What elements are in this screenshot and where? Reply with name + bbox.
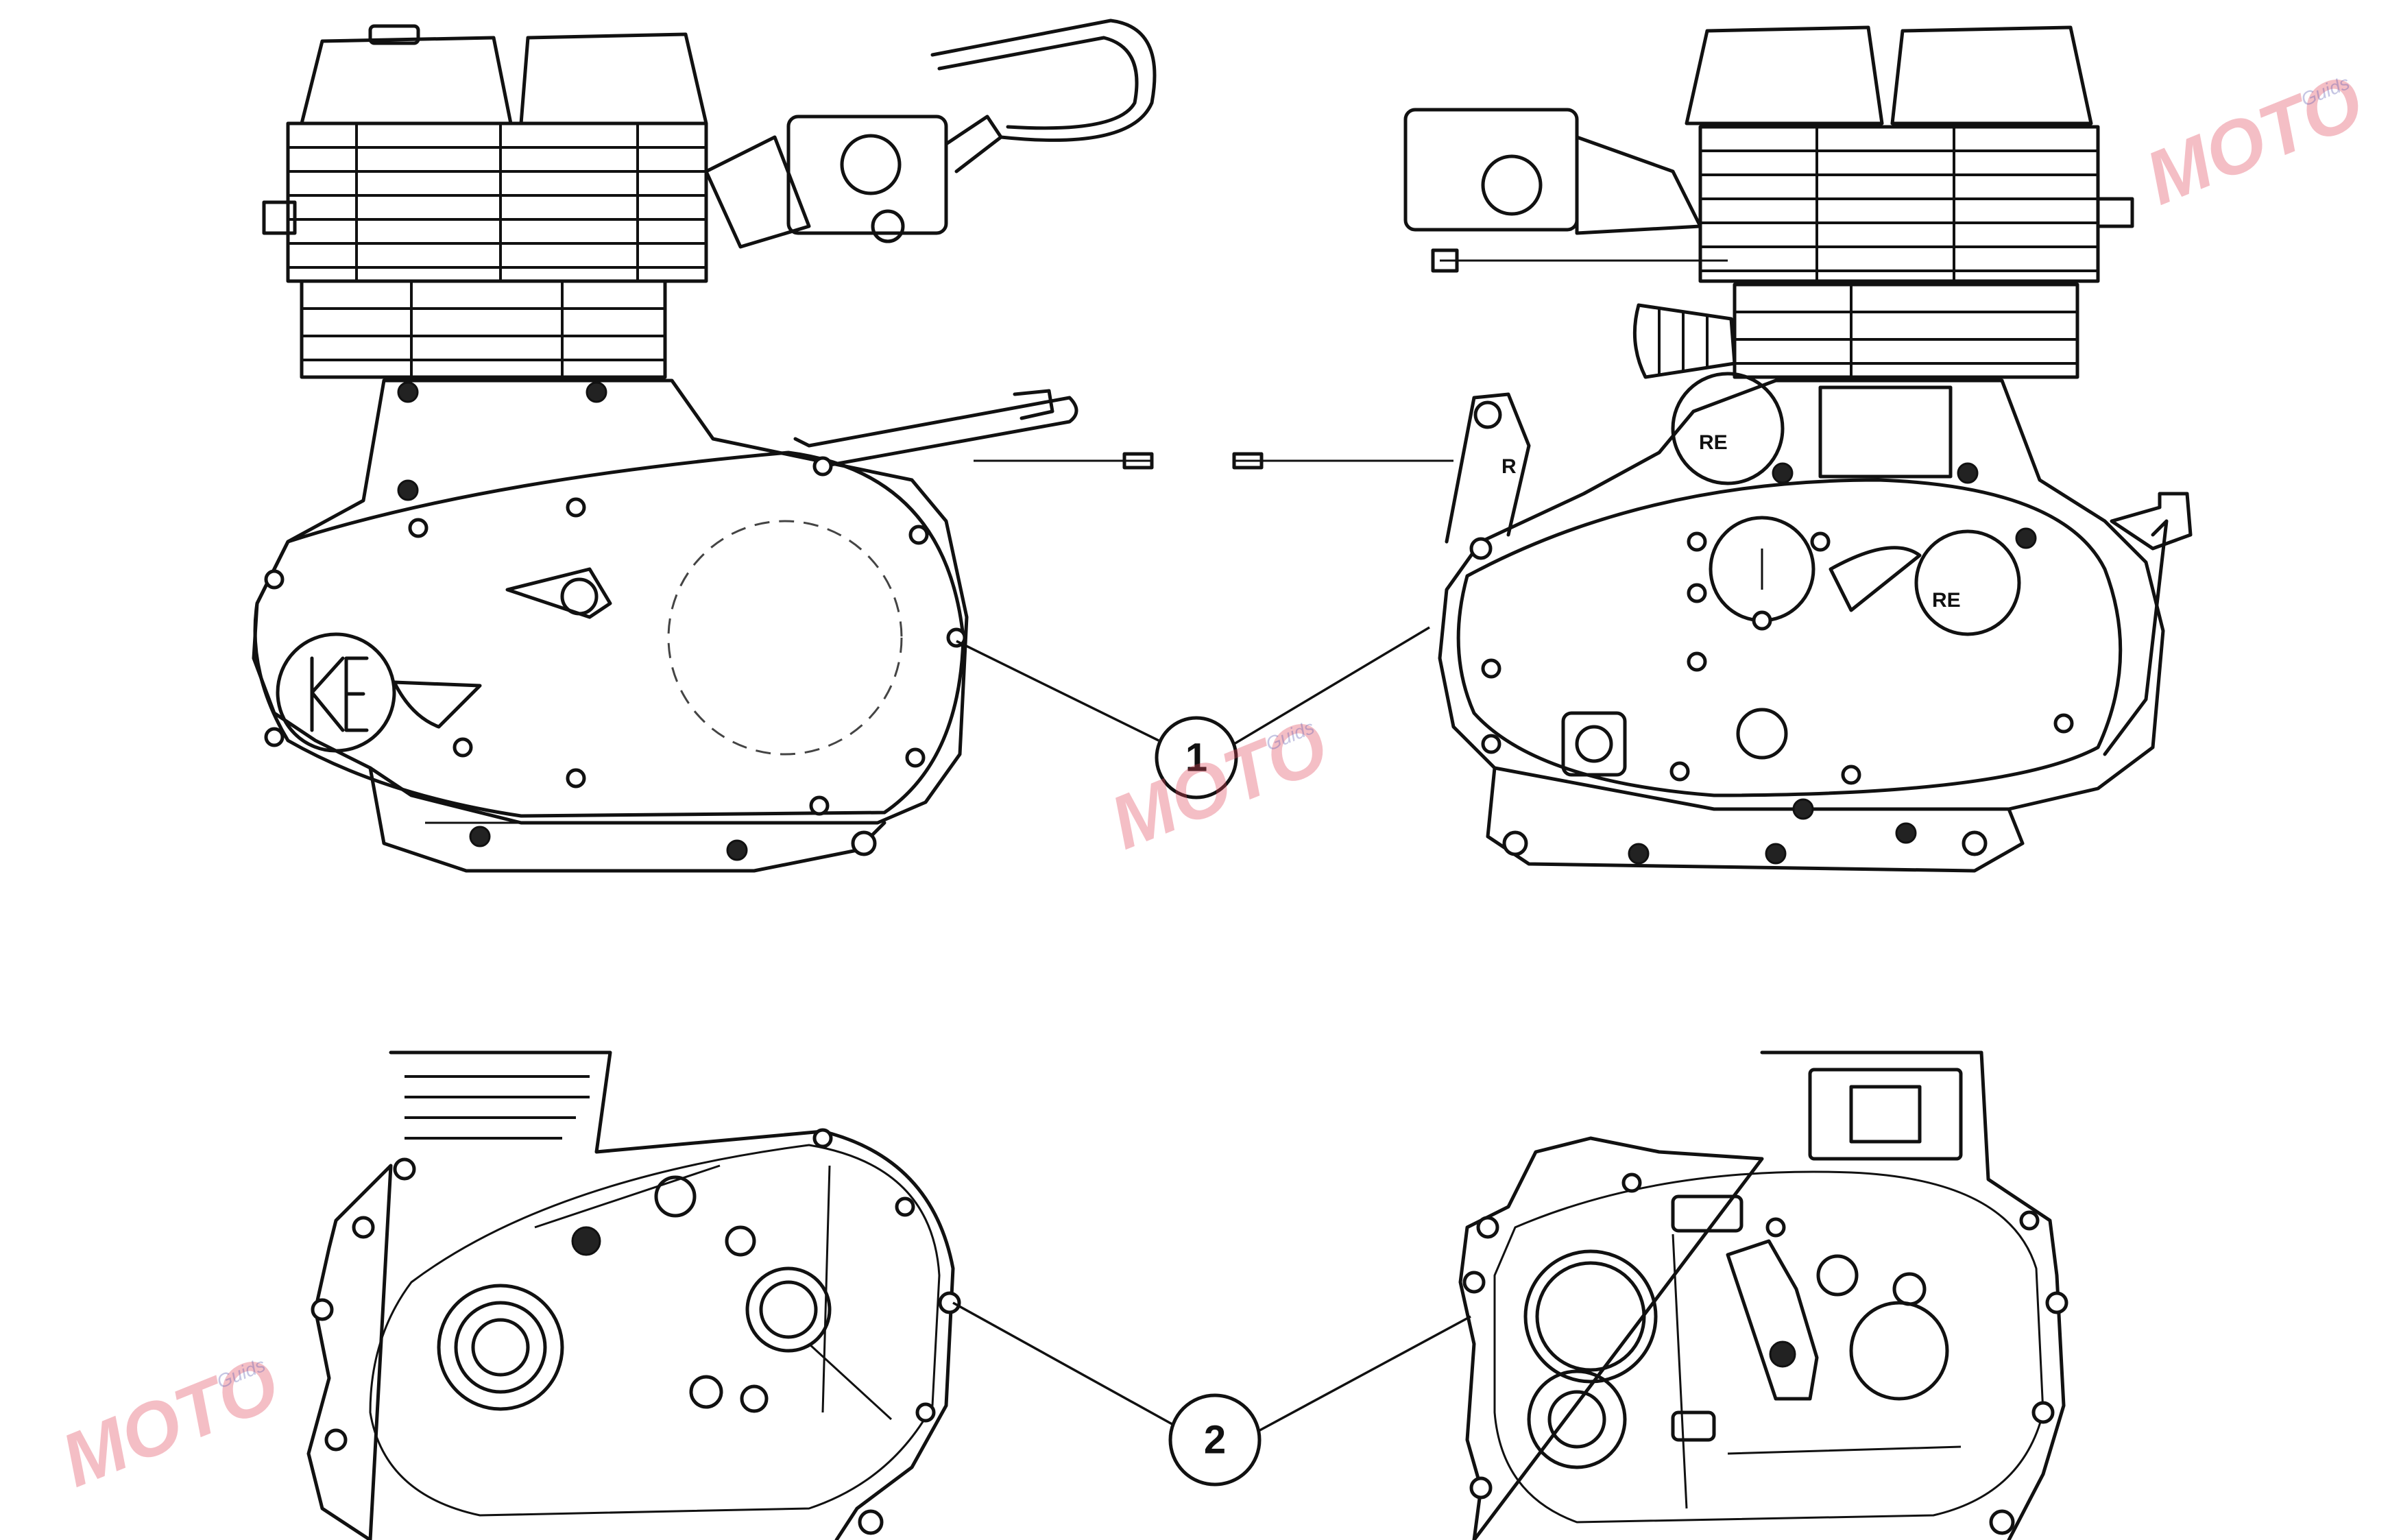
- head-fins: [288, 123, 706, 281]
- callout-2: 2: [952, 1301, 1471, 1487]
- engine-right-view: RE RE R: [1232, 25, 2193, 873]
- callout-1: 1: [956, 626, 1430, 799]
- watermark-logo-bottom-left: MOTO Guids: [50, 1340, 290, 1503]
- callout-1-label: 1: [1185, 736, 1207, 780]
- crankcase-right-half: [1458, 1050, 2068, 1540]
- engine-left-view: [252, 19, 1157, 873]
- svg-text:RE: RE: [1699, 431, 1728, 454]
- svg-text:RE: RE: [1932, 589, 1961, 612]
- callout-2-label: 2: [1204, 1418, 1226, 1463]
- watermark-logo-top-right: MOTO Guids: [2134, 58, 2374, 221]
- crankcase-left-half: [306, 1050, 961, 1540]
- side-marking: R: [1501, 455, 1517, 478]
